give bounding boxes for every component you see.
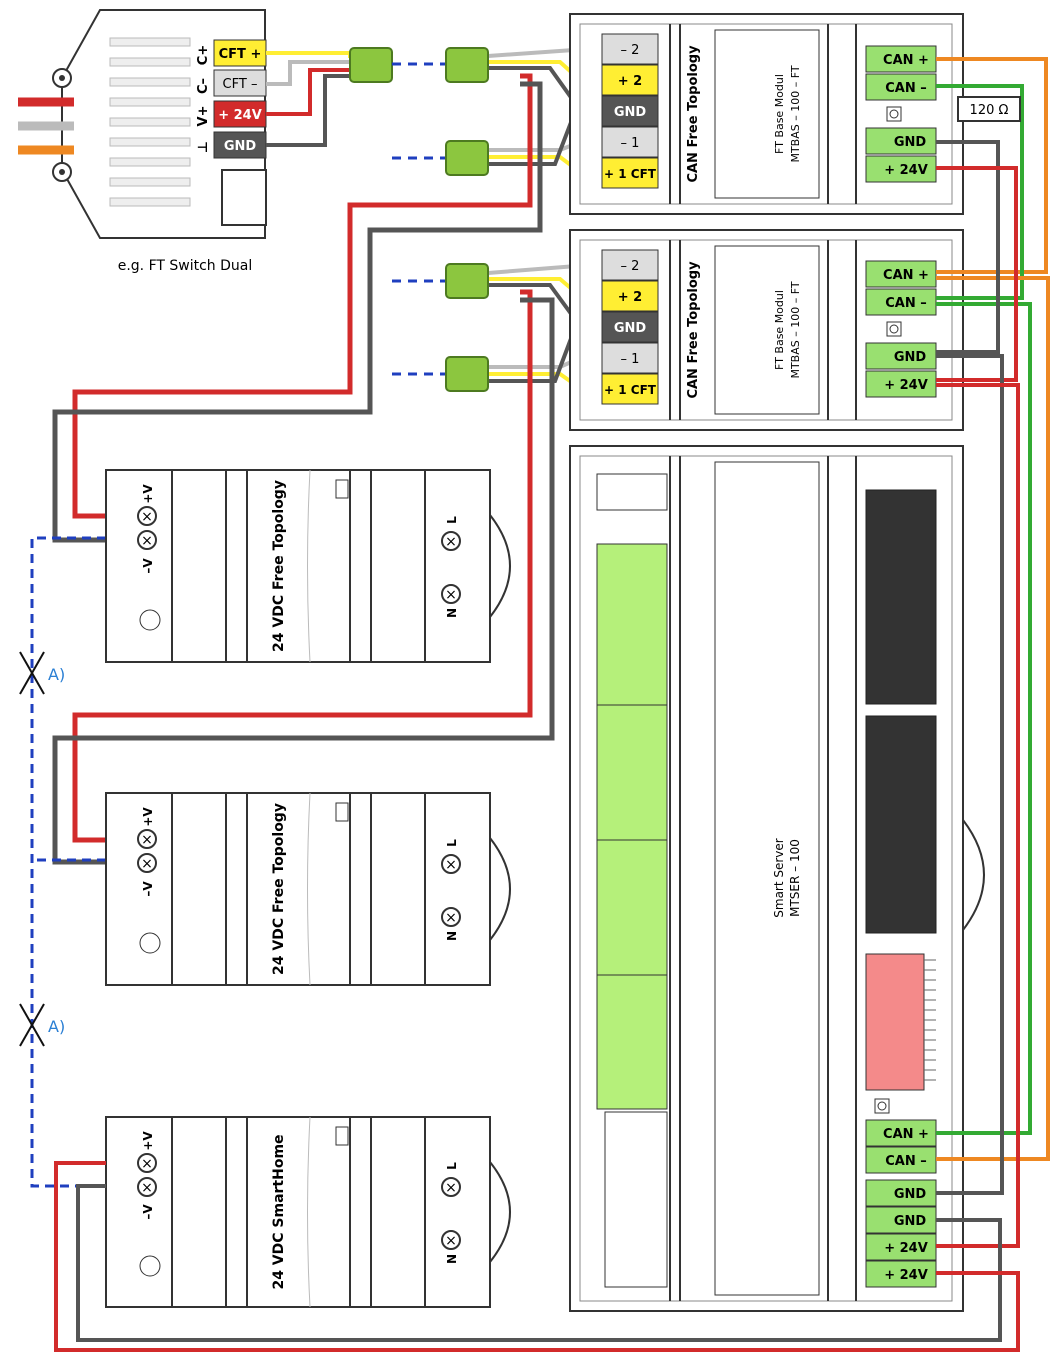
psu-title: 24 VDC Free Topology	[271, 480, 287, 652]
server-part: MTSER – 100	[788, 839, 802, 917]
ft-module-2: – 2 + 2 GND – 1 + 1 CFT CAN Free Topolog…	[569, 229, 964, 431]
switch-terminal-gnd: GND	[224, 139, 257, 154]
psu-n-label: N	[445, 608, 459, 618]
svg-text:×: ×	[445, 910, 457, 926]
can-terminal-24v: + 24V	[884, 378, 928, 393]
psu-2: × × × × +V –V L N 24 VDC Free Topology	[105, 792, 511, 986]
psu-minus-v-label: –V	[141, 881, 155, 897]
connector	[445, 356, 489, 392]
can-terminal-plus: CAN +	[883, 53, 929, 68]
ft-terminal-plus-1-cft: + 1 CFT	[604, 167, 657, 181]
ft-terminal-minus-1: – 1	[621, 352, 640, 367]
ft-terminal-minus-2: – 2	[621, 259, 640, 274]
psu-n-label: N	[445, 1254, 459, 1264]
marker-label: A)	[48, 1017, 65, 1036]
can-terminal-plus: CAN +	[883, 268, 929, 283]
svg-text:×: ×	[141, 1180, 153, 1196]
resistor-label: 120 Ω	[970, 103, 1009, 118]
svg-text:×: ×	[445, 857, 457, 873]
resistor-120-ohm: 120 Ω	[957, 96, 1021, 122]
can-terminal-minus: CAN –	[885, 296, 927, 311]
server-terminal-24v: + 24V	[884, 1268, 928, 1283]
ft-terminal-plus-2: + 2	[618, 290, 642, 305]
connector	[445, 47, 489, 83]
ft-terminal-minus-2: – 2	[621, 43, 640, 58]
server-terminal-gnd: GND	[894, 1187, 927, 1202]
svg-text:×: ×	[141, 832, 153, 848]
svg-text:×: ×	[141, 509, 153, 525]
ft-module-1: – 2 + 2 GND – 1 + 1 CFT CAN Free Topolog…	[569, 13, 964, 215]
ft-module-part: MTBAS – 100 – FT	[789, 65, 802, 162]
psu-title: 24 VDC Free Topology	[271, 803, 287, 975]
server-name: Smart Server	[772, 838, 786, 918]
server-terminal-can-minus: CAN –	[885, 1154, 927, 1169]
marker-label: A)	[48, 665, 65, 684]
switch-terminal-24v: + 24V	[218, 108, 262, 123]
connector	[445, 263, 489, 299]
svg-text:×: ×	[141, 533, 153, 549]
switch-terminal-cft-minus: CFT –	[223, 77, 258, 92]
psu-n-label: N	[445, 931, 459, 941]
psu-1: × × × × +V –V L N 24 VDC Free Topology	[105, 469, 511, 663]
svg-text:×: ×	[141, 1156, 153, 1172]
switch-pin-v-plus: V+	[196, 106, 211, 127]
psu-l-label: L	[445, 1162, 459, 1170]
break-marker: A)	[19, 1003, 65, 1047]
ft-switch-device: C+ C– V+ ⊥ CFT + CFT – + 24V GND e.g. FT…	[18, 9, 267, 274]
ft-terminal-plus-2: + 2	[618, 74, 642, 89]
smart-server: Smart Server MTSER – 100 CAN + CAN – GND…	[569, 445, 985, 1312]
can-terminal-gnd: GND	[894, 135, 927, 150]
connector	[445, 140, 489, 176]
can-terminal-24v: + 24V	[884, 163, 928, 178]
ft-module-title: CAN Free Topology	[686, 261, 701, 399]
psu-minus-v-label: –V	[141, 1204, 155, 1220]
ft-terminal-gnd: GND	[614, 105, 647, 120]
psu-l-label: L	[445, 516, 459, 524]
svg-text:×: ×	[445, 534, 457, 550]
can-terminal-gnd: GND	[894, 350, 927, 365]
switch-caption: e.g. FT Switch Dual	[118, 258, 253, 274]
ft-terminal-minus-1: – 1	[621, 136, 640, 151]
switch-pin-c-plus: C+	[196, 45, 211, 65]
ft-terminal-plus-1-cft: + 1 CFT	[604, 383, 657, 397]
ft-terminal-gnd: GND	[614, 321, 647, 336]
ft-module-part: MTBAS – 100 – FT	[789, 281, 802, 378]
switch-terminal-cft-plus: CFT +	[219, 47, 262, 62]
svg-text:×: ×	[445, 1233, 457, 1249]
svg-text:×: ×	[445, 1180, 457, 1196]
server-terminal-24v: + 24V	[884, 1241, 928, 1256]
psu-plus-v-label: +V	[141, 484, 155, 504]
break-marker: A)	[19, 651, 65, 695]
switch-pin-c-minus: C–	[196, 78, 211, 94]
psu-3: × × × × +V –V L N 24 VDC SmartHome	[105, 1116, 511, 1308]
can-terminal-minus: CAN –	[885, 81, 927, 96]
server-terminal-can-plus: CAN +	[883, 1127, 929, 1142]
psu-plus-v-label: +V	[141, 1131, 155, 1151]
connector	[349, 47, 393, 83]
psu-plus-v-label: +V	[141, 807, 155, 827]
svg-text:×: ×	[445, 587, 457, 603]
svg-text:×: ×	[141, 856, 153, 872]
server-terminal-gnd: GND	[894, 1214, 927, 1229]
ft-module-name: FT Base Modul	[773, 290, 786, 370]
psu-minus-v-label: –V	[141, 558, 155, 574]
ft-module-title: CAN Free Topology	[686, 45, 701, 183]
psu-title: 24 VDC SmartHome	[271, 1134, 287, 1289]
ft-module-name: FT Base Modul	[773, 74, 786, 154]
psu-l-label: L	[445, 839, 459, 847]
switch-pin-ground: ⊥	[196, 141, 211, 153]
